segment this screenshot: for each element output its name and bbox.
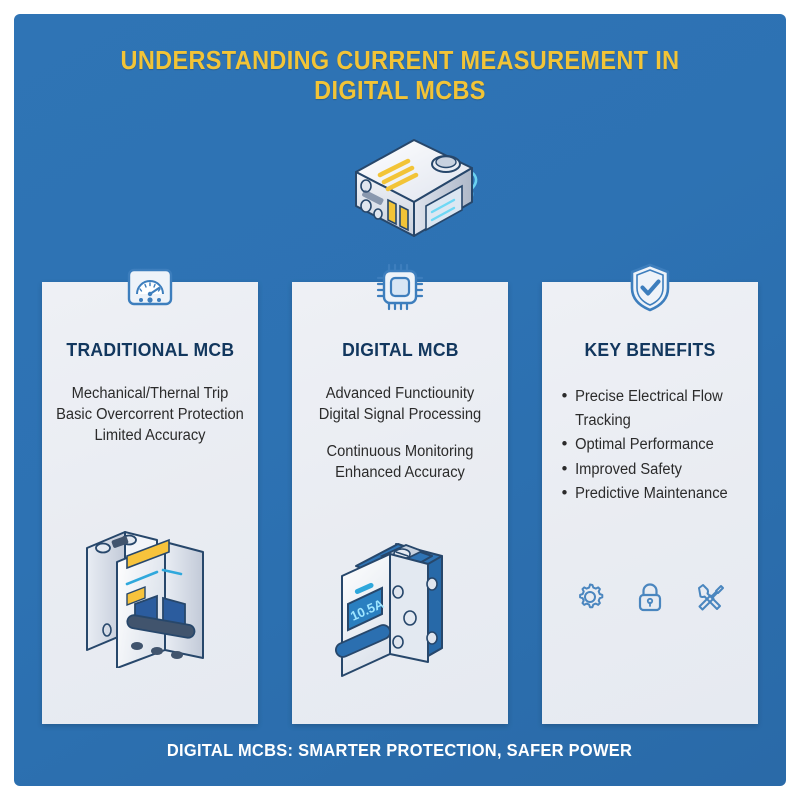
hero-illustration (336, 124, 492, 246)
padlock-icon (638, 583, 662, 612)
shield-check-icon (624, 261, 676, 313)
isometric-digital-mcb-device (355, 139, 478, 237)
digital-mcb-illustration: 10.5A (292, 530, 508, 678)
list-item: Optimal Performance (561, 432, 740, 457)
body-line: Continuous Monitoring (326, 443, 474, 460)
card-title-digital: DIGITAL MCB (341, 339, 459, 360)
card-body-digital: Advanced Functiounity Digital Signal Pro… (305, 383, 495, 483)
card-digital-mcb[interactable]: DIGITAL MCB Advanced Functiounity Digita… (292, 263, 508, 724)
body-line: Enhanced Accuracy (335, 464, 465, 481)
traditional-mcb-illustration (42, 518, 258, 668)
card-key-benefits[interactable]: KEY BENEFITS Precise Electrical Flow Tra… (542, 263, 758, 724)
card-title-benefits: KEY BENEFITS (584, 339, 716, 360)
card-title-traditional: TRADITIONAL MCB (66, 339, 234, 360)
footer: DIGITAL MCBS: SMARTER PROTECTION, SAFER … (14, 740, 786, 761)
body-line: Advanced Functiounity (325, 385, 475, 402)
title-line-2: DIGITAL MCBS (314, 77, 486, 105)
benefits-list: Precise Electrical Flow Tracking Optimal… (553, 384, 740, 507)
title-line-1: UNDERSTANDING CURRENT MEASUREMENT IN (120, 47, 680, 75)
infographic-poster: UNDERSTANDING CURRENT MEASUREMENT IN DIG… (14, 14, 786, 786)
tools-icon (698, 584, 724, 611)
page-title: UNDERSTANDING CURRENT MEASUREMENT IN DIG… (74, 46, 726, 106)
microchip-icon (374, 261, 426, 313)
gear-icon (579, 583, 604, 609)
cards-row: TRADITIONAL MCB Mechanical/Thernal Trip … (42, 263, 758, 724)
body-line: Mechanical/Thernal Trip (71, 385, 229, 402)
card-body-traditional: Mechanical/Thernal Trip Basic Overcorren… (55, 383, 245, 446)
list-item: Improved Safety (561, 457, 740, 482)
list-item: Predictive Maintenance (561, 481, 740, 506)
list-item: Precise Electrical Flow Tracking (561, 384, 740, 432)
benefit-icons-row (542, 580, 758, 614)
footer-text: DIGITAL MCBS: SMARTER PROTECTION, SAFER … (167, 740, 633, 760)
body-line: Limited Accuracy (94, 427, 206, 444)
body-line: Digital Signal Processing (318, 406, 482, 423)
analog-gauge-icon (124, 261, 176, 313)
text-group: Advanced Functiounity Digital Signal Pro… (305, 383, 495, 425)
body-line: Basic Overcorrent Protection (56, 406, 244, 423)
text-group: Mechanical/Thernal Trip Basic Overcorren… (55, 383, 245, 446)
text-group: Continuous Monitoring Enhanced Accuracy (305, 441, 495, 483)
card-traditional-mcb[interactable]: TRADITIONAL MCB Mechanical/Thernal Trip … (42, 268, 258, 724)
